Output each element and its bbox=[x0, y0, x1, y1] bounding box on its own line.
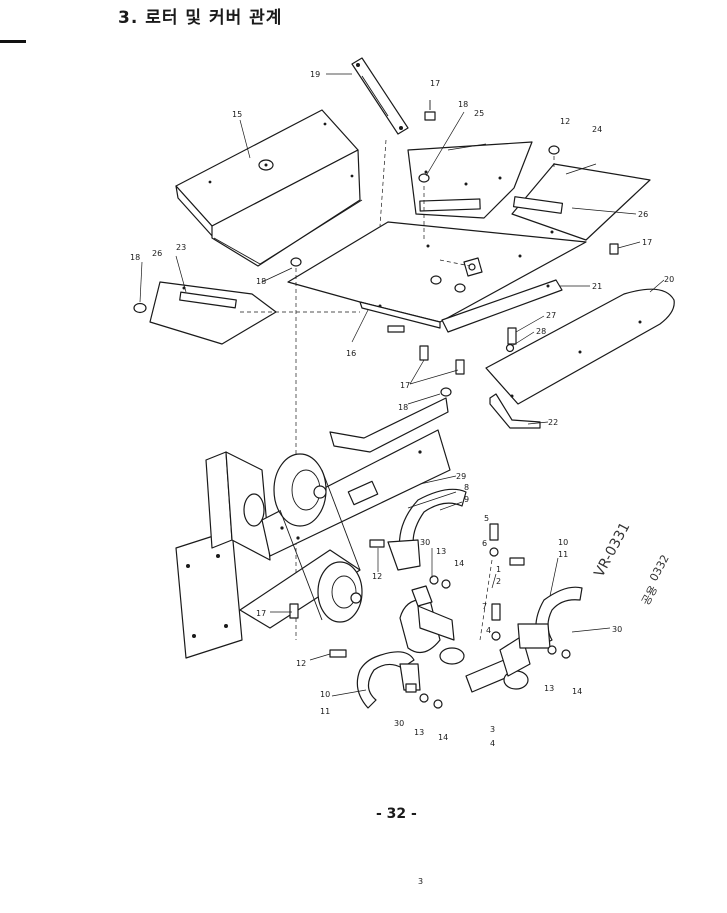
callout-4: 4 bbox=[490, 739, 495, 748]
callout-11: 11 bbox=[320, 707, 330, 716]
tine-lower-left bbox=[356, 651, 421, 709]
page-number: - 32 - bbox=[376, 806, 417, 822]
callout-18: 18 bbox=[130, 253, 140, 262]
callout-23: 23 bbox=[176, 243, 186, 252]
part-21-bar bbox=[441, 279, 563, 333]
tine-lower-right bbox=[517, 586, 583, 649]
callout-17: 17 bbox=[400, 381, 410, 390]
margin-mark bbox=[0, 40, 26, 43]
part-15-top-cover bbox=[175, 109, 363, 267]
callout-10: 10 bbox=[558, 538, 568, 547]
callout-30: 30 bbox=[394, 719, 404, 728]
callout-12: 12 bbox=[372, 572, 382, 581]
callout-5: 5 bbox=[484, 514, 489, 523]
callout-15: 15 bbox=[232, 110, 242, 119]
callout-18: 18 bbox=[398, 403, 408, 412]
part-25-plate bbox=[407, 141, 533, 219]
callout-16: 16 bbox=[346, 349, 356, 358]
callout-labels: 19 17 18 25 12 24 15 26 17 18 26 23 18 2… bbox=[130, 70, 674, 748]
note-line2: 0332 bbox=[647, 553, 672, 584]
callout-24: 24 bbox=[592, 125, 602, 134]
part-19-strap bbox=[351, 57, 409, 135]
callout-4: 4 bbox=[486, 626, 491, 635]
callout-30: 30 bbox=[420, 538, 430, 547]
note-line3: 공용 bbox=[639, 583, 660, 607]
callout-8: 8 bbox=[464, 483, 469, 492]
callout-10: 10 bbox=[320, 690, 330, 699]
page-title: 3. 로터 및 커버 관계 bbox=[118, 8, 283, 28]
callout-25: 25 bbox=[474, 109, 484, 118]
callout-17: 17 bbox=[642, 238, 652, 247]
sprocket-chain bbox=[273, 453, 363, 623]
tine-holder-center bbox=[399, 585, 465, 665]
callout-29: 29 bbox=[456, 472, 466, 481]
callout-3: 3 bbox=[490, 725, 495, 734]
callout-21: 21 bbox=[592, 282, 602, 291]
callout-13: 13 bbox=[544, 684, 554, 693]
callout-27: 27 bbox=[546, 311, 556, 320]
callout-22: 22 bbox=[548, 418, 558, 427]
callout-17: 17 bbox=[430, 79, 440, 88]
callout-19: 19 bbox=[310, 70, 320, 79]
part-16-floor-plate bbox=[287, 221, 587, 329]
callout-26: 26 bbox=[152, 249, 162, 258]
callout-30: 30 bbox=[612, 625, 622, 634]
callout-18: 18 bbox=[458, 100, 468, 109]
callout-7: 7 bbox=[482, 602, 487, 611]
part-23-plate bbox=[149, 281, 277, 345]
lower-fasteners bbox=[289, 523, 571, 709]
leader-lines bbox=[139, 73, 665, 697]
note-line1: VR-0331 bbox=[591, 520, 633, 580]
callout-9: 9 bbox=[464, 495, 469, 504]
callout-14: 14 bbox=[572, 687, 582, 696]
callout-17: 17 bbox=[256, 609, 266, 618]
callout-26: 26 bbox=[638, 210, 648, 219]
part-24-plate bbox=[511, 163, 651, 241]
callout-28: 28 bbox=[536, 327, 546, 336]
callout-1: 1 bbox=[496, 565, 501, 574]
callout-12: 12 bbox=[296, 659, 306, 668]
footer-mark: 3 bbox=[418, 877, 423, 886]
callout-6: 6 bbox=[482, 539, 487, 548]
callout-13: 13 bbox=[414, 728, 424, 737]
callout-18: 18 bbox=[256, 277, 266, 286]
callout-2: 2 bbox=[496, 577, 501, 586]
part-20-rear-plate bbox=[485, 288, 675, 405]
callout-11: 11 bbox=[558, 550, 568, 559]
handwritten-note: VR-0331 0332 공용 bbox=[591, 520, 671, 608]
callout-13: 13 bbox=[436, 547, 446, 556]
part-22-bracket bbox=[489, 393, 541, 429]
callout-20: 20 bbox=[664, 275, 674, 284]
callout-12: 12 bbox=[560, 117, 570, 126]
callout-14: 14 bbox=[438, 733, 448, 742]
callout-14: 14 bbox=[454, 559, 464, 568]
upper-fasteners bbox=[133, 100, 619, 397]
